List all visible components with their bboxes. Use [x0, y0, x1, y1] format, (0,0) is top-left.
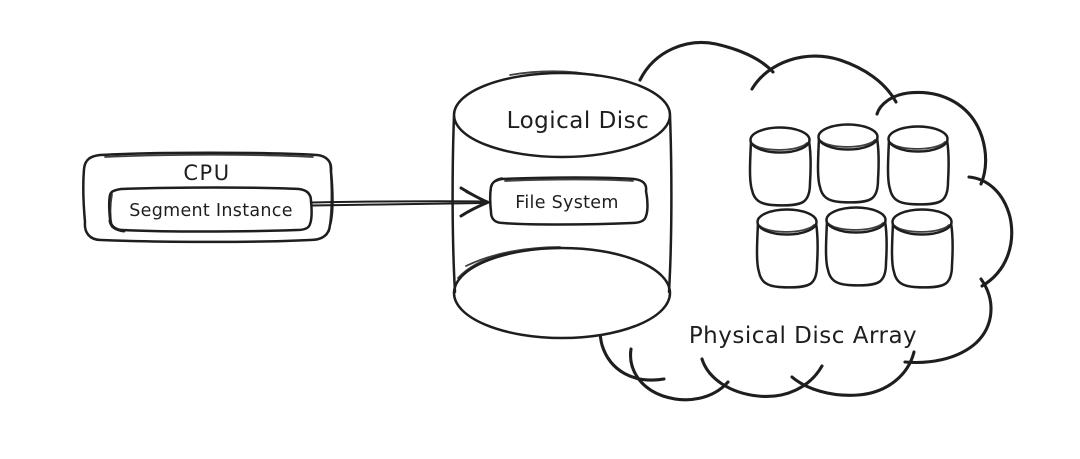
- disc-cylinder-icon: [748, 126, 812, 207]
- physical-disc-array-label: Physical Disc Array: [689, 323, 917, 349]
- disc-cylinder-icon: [755, 208, 819, 289]
- segment-instance-box: Segment Instance: [108, 186, 313, 233]
- segment-to-filesystem-arrow: [311, 186, 492, 218]
- disc-cylinder-icon: [890, 208, 954, 289]
- disc-cylinder-icon: [886, 125, 950, 206]
- cpu-label: CPU: [183, 161, 230, 185]
- disc-cylinder-icon: [816, 123, 880, 204]
- file-system-label: File System: [515, 193, 618, 213]
- logical-disc-label: Logical Disc: [507, 108, 650, 134]
- file-system-box: File System: [489, 176, 649, 226]
- physical-disc-array-cloud: [598, 41, 1014, 402]
- disc-cylinder-icon: [824, 206, 888, 287]
- physical-disc-grid: [748, 123, 954, 289]
- segment-instance-label: Segment Instance: [129, 201, 293, 221]
